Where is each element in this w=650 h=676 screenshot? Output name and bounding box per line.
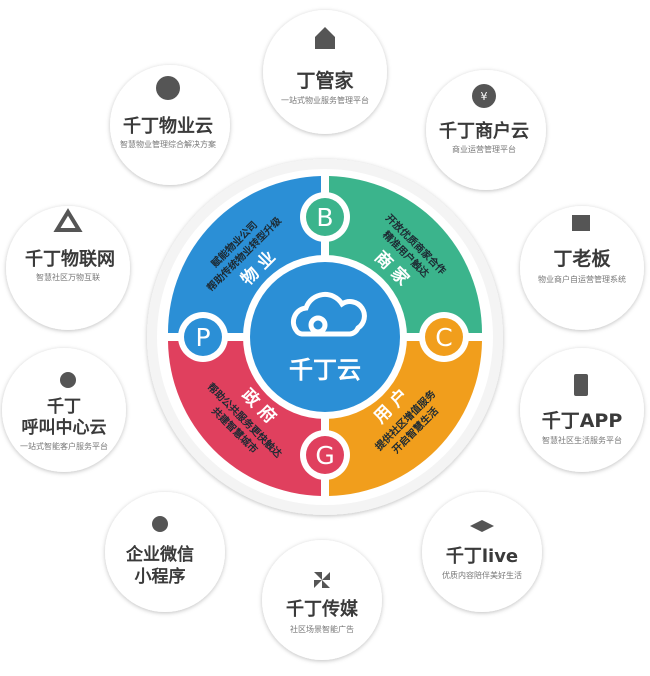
svg-text:B: B [316,203,333,232]
bubble-ding-laoban[interactable]: 丁老板 物业商户自运营管理系统 [520,206,644,330]
cloud-yen-icon [472,84,496,108]
cloud-house-icon [156,76,180,100]
bubble-title: 丁老板 [553,247,611,270]
house-heart-icon [315,27,335,49]
svg-text:¥: ¥ [481,90,488,103]
bubble-title: 小程序 [135,566,186,587]
center-logo: 千丁云 [243,255,407,419]
bubble-title: 千丁物业云 [123,115,213,137]
bubble-subtitle: 一站式物业服务管理平台 [281,95,369,105]
bubble-title: 千丁物联网 [25,248,115,270]
bubble-mini-program[interactable]: 企业微信 小程序 [105,492,225,612]
headset-icon [60,372,76,388]
bubble-subtitle: 物业商户自运营管理系统 [538,274,626,284]
graduation-cap-icon [470,520,494,532]
bubble-subtitle: 一站式智能客户服务平台 [20,441,108,451]
badge-g: G [300,430,350,480]
badge-c: C [419,312,469,362]
bubble-title: 呼叫中心云 [22,417,107,438]
bubble-subtitle: 商业运营管理平台 [452,144,516,154]
store-icon [572,215,590,231]
bubble-title: 千丁live [446,546,518,567]
bubble-title: 千丁传媒 [286,598,359,620]
bubble-ding-guanjia[interactable]: 丁管家 一站式物业服务管理平台 [263,10,387,134]
svg-text:P: P [195,323,210,352]
bubble-property-cloud[interactable]: 千丁物业云 智慧物业管理综合解决方案 [110,65,230,185]
bubble-call-center[interactable]: 千丁 呼叫中心云 一站式智能客户服务平台 [2,348,126,472]
svg-text:C: C [435,323,452,352]
logo-text: 千丁云 [289,356,361,384]
bubble-title: 丁管家 [296,69,354,92]
bubble-subtitle: 智慧物业管理综合解决方案 [120,139,216,149]
bubble-subtitle: 社区场景智能广告 [290,624,354,634]
bubble-subtitle: 智慧社区万物互联 [36,272,100,282]
recycle-icon [53,208,83,232]
badge-p: P [178,312,228,362]
bubble-title: 千丁APP [542,410,623,432]
bubble-app[interactable]: 千丁APP 智慧社区生活服务平台 [520,348,644,472]
bubble-title: 企业微信 [125,544,194,565]
bubble-iot[interactable]: 千丁物联网 智慧社区万物互联 [6,206,130,330]
cloud-icon [290,291,367,337]
mini-program-icon [152,516,168,532]
bubble-title: 千丁 [47,397,81,417]
svg-text:G: G [315,441,334,470]
bubble-title: 千丁商户云 [439,120,529,142]
bubble-media[interactable]: 千丁传媒 社区场景智能广告 [262,540,382,660]
bubble-subtitle: 智慧社区生活服务平台 [542,435,622,445]
bubble-live[interactable]: 千丁live 优质内容陪伴美好生活 [422,492,542,612]
phone-icon [574,374,588,396]
pinwheel-icon [314,572,330,588]
bubble-subtitle: 优质内容陪伴美好生活 [442,570,522,580]
badge-b: B [300,192,350,242]
bubble-merchant-cloud[interactable]: ¥ 千丁商户云 商业运营管理平台 [426,70,546,190]
